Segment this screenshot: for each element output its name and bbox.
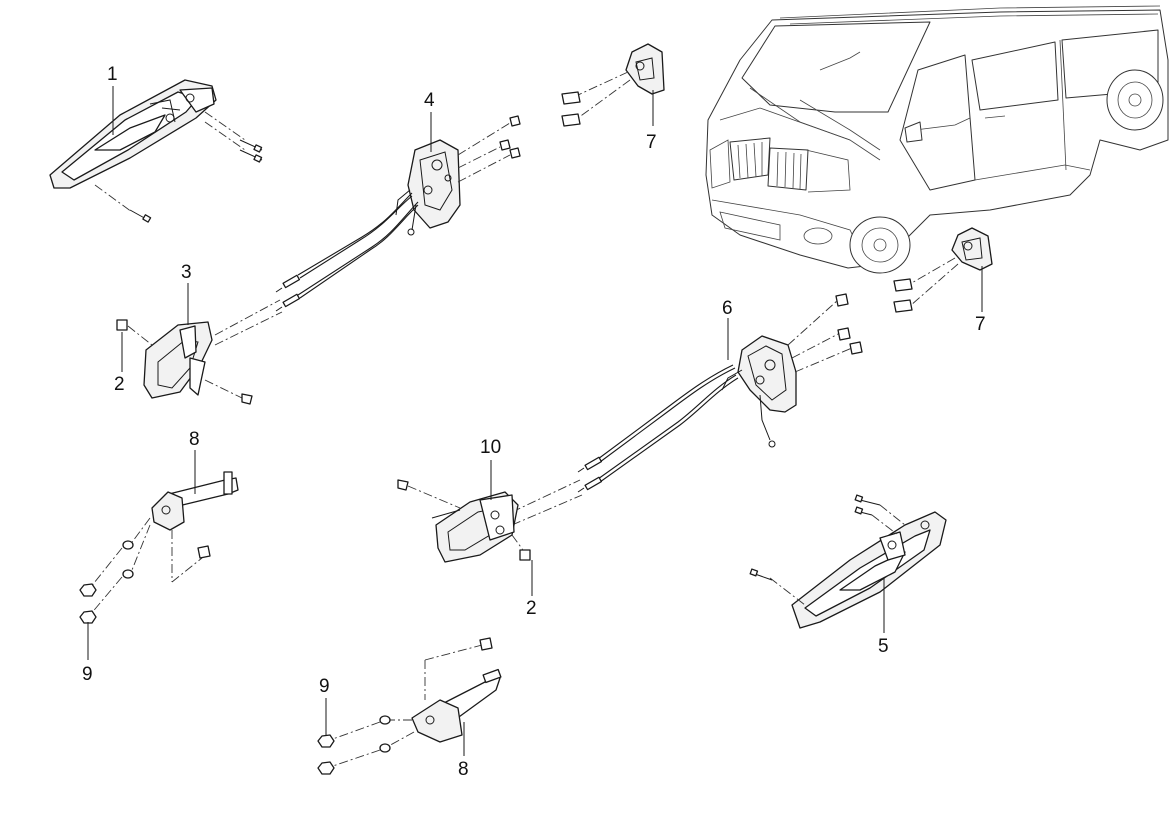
part-3-screw (204, 379, 253, 405)
part-8-door-check-lower (317, 637, 502, 775)
part-7-door-striker-upper (561, 43, 665, 127)
part-4-screws (457, 115, 521, 183)
part-10-rear-inside-handle (431, 491, 519, 563)
part-7-door-striker-lower (893, 227, 993, 313)
callout-2-lower: 2 (526, 598, 537, 619)
callout-3: 3 (181, 262, 192, 283)
callout-7-lower: 7 (975, 314, 986, 335)
callout-labels: 1 2 3 4 7 7 6 10 2 5 8 9 9 8 (82, 64, 986, 780)
part-2-clip-upper (116, 319, 153, 346)
cables-upper (214, 192, 419, 346)
callout-10: 10 (480, 437, 501, 458)
part-3-inside-handle (143, 321, 213, 399)
part-6-screws (787, 293, 863, 373)
part-4-door-lock-actuator (395, 139, 461, 236)
callout-4: 4 (424, 90, 435, 111)
callout-6: 6 (722, 298, 733, 319)
part-1-outer-door-handle (49, 79, 217, 189)
part-1-screws (94, 111, 263, 223)
callout-5: 5 (878, 636, 889, 657)
part-6-rear-door-lock (721, 335, 797, 448)
callout-9-left: 9 (82, 664, 93, 685)
part-5-screws (749, 494, 906, 606)
cables-lower (511, 364, 739, 526)
part-8-door-check-upper (79, 471, 239, 624)
callout-8-upper: 8 (189, 429, 200, 450)
callout-2-upper: 2 (114, 374, 125, 395)
callout-7-upper: 7 (646, 132, 657, 153)
part-5-rear-outer-handle (791, 511, 947, 629)
part-10-screw (397, 479, 461, 509)
callout-9-bottom: 9 (319, 676, 330, 697)
callout-8-lower: 8 (458, 759, 469, 780)
part-2-clip-lower (511, 534, 531, 561)
van-illustration (705, 5, 1169, 274)
callout-leaders (87, 86, 983, 756)
callout-1: 1 (107, 64, 118, 85)
